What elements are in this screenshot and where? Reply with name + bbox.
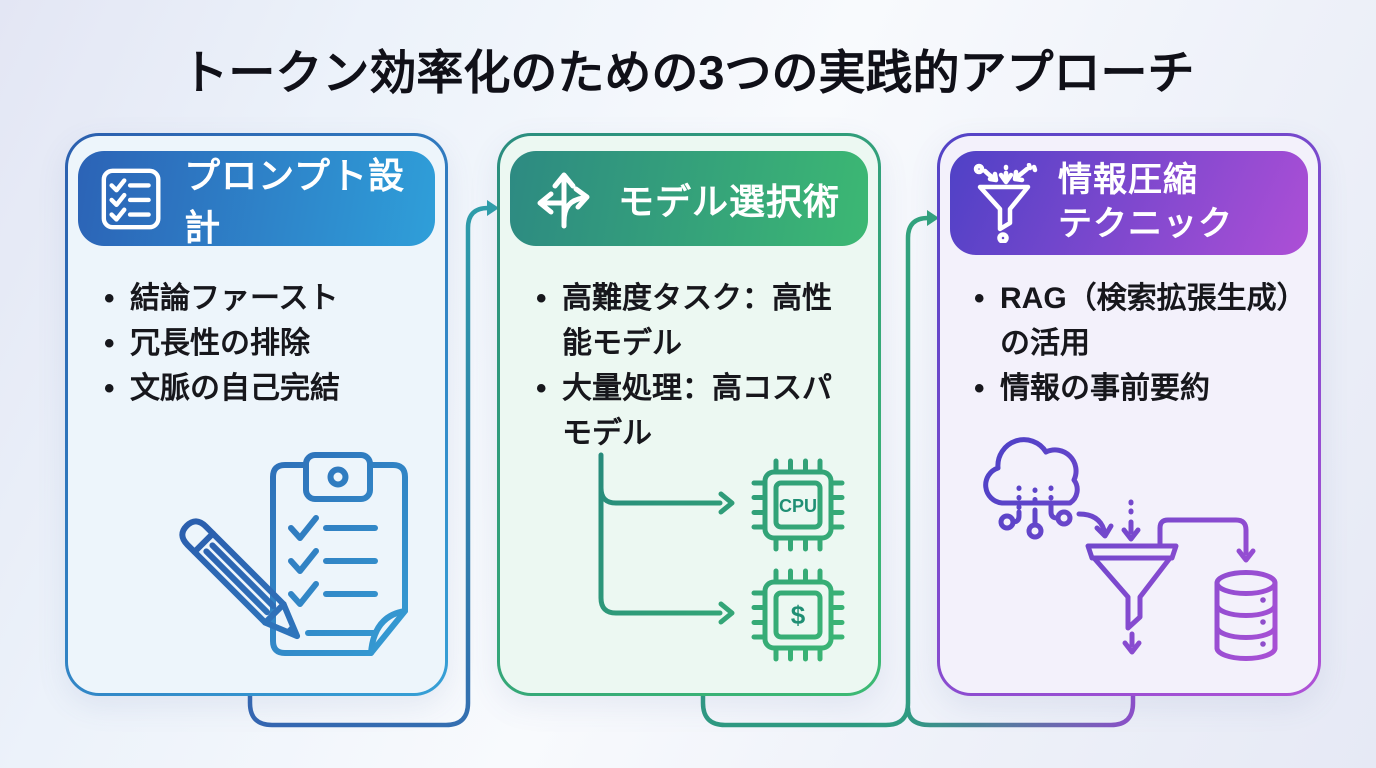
card1-header-label: プロンプト設計 bbox=[184, 154, 406, 248]
cpu-chip-label: CPU bbox=[779, 496, 817, 516]
branch-to-chips-illustration: CPU $ bbox=[598, 452, 845, 662]
branch-line-top bbox=[598, 452, 723, 506]
arrowhead-to-dollar-chip bbox=[718, 601, 735, 625]
card3-header: 情報圧縮 テクニック bbox=[950, 151, 1308, 255]
clipboard-pencil-illustration bbox=[179, 452, 408, 656]
clipboard-icon bbox=[270, 462, 408, 656]
list-item: 大量処理：高コスパモデル bbox=[536, 366, 857, 456]
card-prompt-design: プロンプト設計 結論ファースト 冗長性の排除 文脈の自己完結 bbox=[65, 133, 448, 696]
card2-bullet-list: 高難度タスク：高性能モデル 大量処理：高コスパモデル bbox=[536, 276, 857, 456]
arrowhead-to-cpu-chip bbox=[718, 491, 735, 515]
card2-header: モデル選択術 bbox=[510, 151, 868, 246]
clipboard-clip bbox=[303, 452, 373, 502]
card1-bullet-list: 結論ファースト 冗長性の排除 文脈の自己完結 bbox=[104, 276, 425, 411]
funnel-to-database-line bbox=[1157, 517, 1249, 556]
cloud-to-funnel-arrow bbox=[1076, 511, 1107, 533]
card-model-selection: モデル選択術 高難度タスク：高性能モデル 大量処理：高コスパモデル bbox=[497, 133, 881, 696]
branch-line-bottom bbox=[598, 485, 723, 616]
list-item: 結論ファースト bbox=[104, 276, 425, 321]
cloud-funnel-database-illustration bbox=[983, 437, 1278, 661]
branching-arrows-icon bbox=[537, 172, 590, 228]
list-item: 情報の事前要約 bbox=[974, 366, 1308, 411]
page-title: トークン効率化のための3つの実践的アプローチ bbox=[181, 46, 1195, 99]
card1-header: プロンプト設計 bbox=[78, 151, 435, 248]
funnel-flow-icon bbox=[1085, 543, 1179, 655]
database-icon bbox=[1214, 570, 1278, 661]
funnel-icon bbox=[973, 163, 1038, 243]
card2-header-label: モデル選択術 bbox=[618, 180, 841, 222]
folded-corner bbox=[368, 608, 408, 656]
cloud-circuit-icon bbox=[983, 437, 1080, 540]
card-info-compression: 情報圧縮 テクニック RAG（検索拡張生成）の活用 情報の事前要約 bbox=[937, 133, 1321, 696]
dollar-chip-label: $ bbox=[791, 600, 806, 630]
list-item: 冗長性の排除 bbox=[104, 321, 425, 366]
card3-bullet-list: RAG（検索拡張生成）の活用 情報の事前要約 bbox=[974, 276, 1308, 411]
list-item: 文脈の自己完結 bbox=[104, 366, 425, 411]
pencil-icon bbox=[179, 518, 301, 640]
card3-header-label: 情報圧縮 テクニック bbox=[1058, 161, 1233, 243]
list-item: RAG（検索拡張生成）の活用 bbox=[974, 276, 1308, 366]
cpu-chip-icon bbox=[751, 458, 845, 552]
list-item: 高難度タスク：高性能モデル bbox=[536, 276, 857, 366]
checklist-icon bbox=[101, 168, 161, 229]
dollar-chip-icon bbox=[751, 568, 845, 662]
